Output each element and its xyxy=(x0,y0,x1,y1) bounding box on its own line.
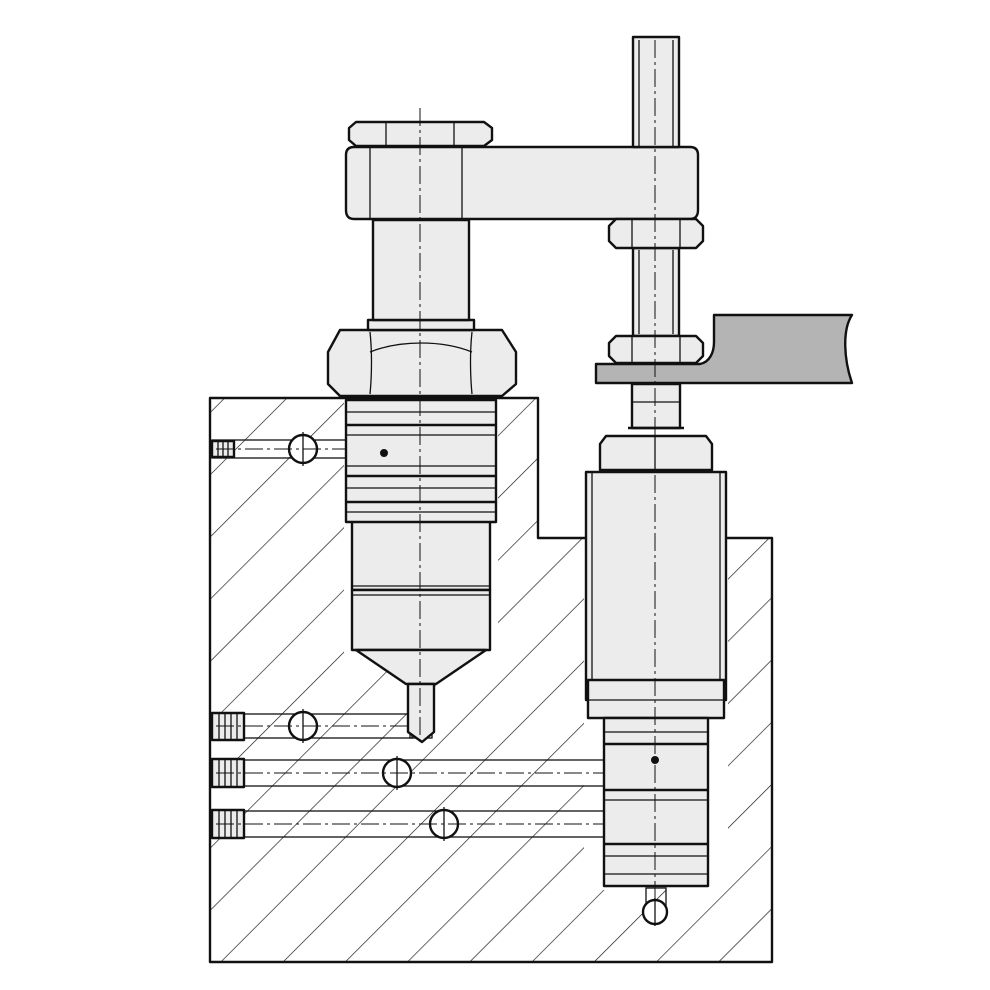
workpiece xyxy=(594,313,854,385)
hex-nut-upper xyxy=(607,217,705,250)
hex-nut-lower xyxy=(607,334,705,365)
clamp-arm xyxy=(344,120,700,221)
support-cylinder xyxy=(584,382,728,888)
center-lines xyxy=(216,40,656,925)
swing-clamp-cylinder xyxy=(326,218,518,744)
threaded-spindle xyxy=(631,35,681,338)
